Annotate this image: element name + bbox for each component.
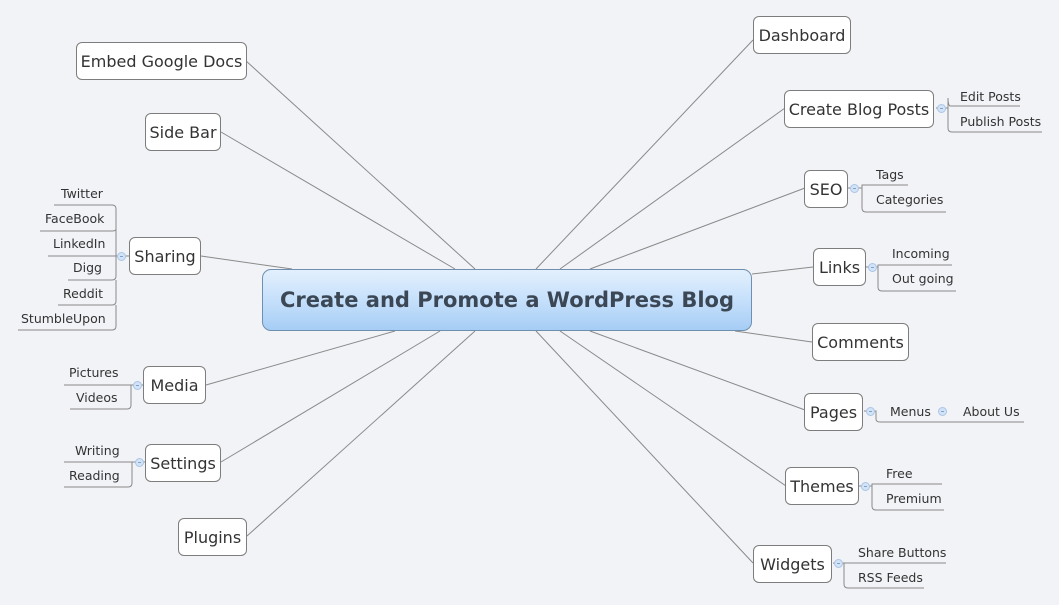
subtopic-premium[interactable]: Premium [886, 491, 942, 506]
topic-themes[interactable]: Themes [785, 467, 859, 505]
subtopic-menus[interactable]: Menus [890, 404, 931, 419]
subtopic-facebook[interactable]: FaceBook [45, 211, 105, 226]
subtopic-stumbleupon[interactable]: StumbleUpon [21, 311, 106, 326]
collapse-media-icon[interactable] [133, 381, 142, 390]
subtopic-twitter[interactable]: Twitter [61, 186, 103, 201]
collapse-sharing-icon[interactable] [117, 252, 126, 261]
topic-plugins[interactable]: Plugins [178, 518, 247, 556]
subtopic-writing[interactable]: Writing [75, 443, 120, 458]
subtopic-share-buttons[interactable]: Share Buttons [858, 545, 947, 560]
topic-create-blog-posts[interactable]: Create Blog Posts [784, 90, 934, 128]
collapse-menus-icon[interactable] [938, 407, 947, 416]
subtopic-reddit[interactable]: Reddit [63, 286, 104, 301]
topic-media[interactable]: Media [143, 366, 206, 404]
central-topic[interactable]: Create and Promote a WordPress Blog [262, 269, 752, 331]
subtopic-categories[interactable]: Categories [876, 192, 944, 207]
subtopic-out-going[interactable]: Out going [892, 271, 954, 286]
collapse-widgets-icon[interactable] [834, 559, 843, 568]
subtopic-edit-posts[interactable]: Edit Posts [960, 89, 1021, 104]
subtopic-free[interactable]: Free [886, 466, 913, 481]
subtopic-tags[interactable]: Tags [876, 167, 904, 182]
collapse-themes-icon[interactable] [861, 482, 870, 491]
collapse-settings-icon[interactable] [135, 458, 144, 467]
topic-side-bar[interactable]: Side Bar [145, 113, 221, 151]
subtopic-reading[interactable]: Reading [69, 468, 120, 483]
collapse-seo-icon[interactable] [850, 184, 859, 193]
topic-sharing[interactable]: Sharing [129, 237, 201, 275]
subtopic-publish-posts[interactable]: Publish Posts [960, 114, 1042, 129]
collapse-create-blog-posts-icon[interactable] [937, 104, 946, 113]
subtopic-rss-feeds[interactable]: RSS Feeds [858, 570, 923, 585]
collapse-links-icon[interactable] [868, 263, 877, 272]
subtopic-digg[interactable]: Digg [73, 260, 102, 275]
topic-links[interactable]: Links [813, 248, 866, 286]
collapse-pages-icon[interactable] [866, 407, 875, 416]
topic-seo[interactable]: SEO [804, 170, 848, 208]
subtopic-incoming[interactable]: Incoming [892, 246, 950, 261]
topic-pages[interactable]: Pages [804, 393, 863, 431]
topic-embed-google-docs[interactable]: Embed Google Docs [76, 42, 247, 80]
topic-widgets[interactable]: Widgets [753, 545, 832, 583]
topic-settings[interactable]: Settings [145, 444, 221, 482]
subtopic-linkedin[interactable]: LinkedIn [53, 236, 106, 251]
subtopic-videos[interactable]: Videos [76, 390, 118, 405]
topic-comments[interactable]: Comments [812, 323, 909, 361]
topic-dashboard[interactable]: Dashboard [753, 16, 851, 54]
subtopic-pictures[interactable]: Pictures [69, 365, 119, 380]
subtopic-about-us[interactable]: About Us [963, 404, 1020, 419]
